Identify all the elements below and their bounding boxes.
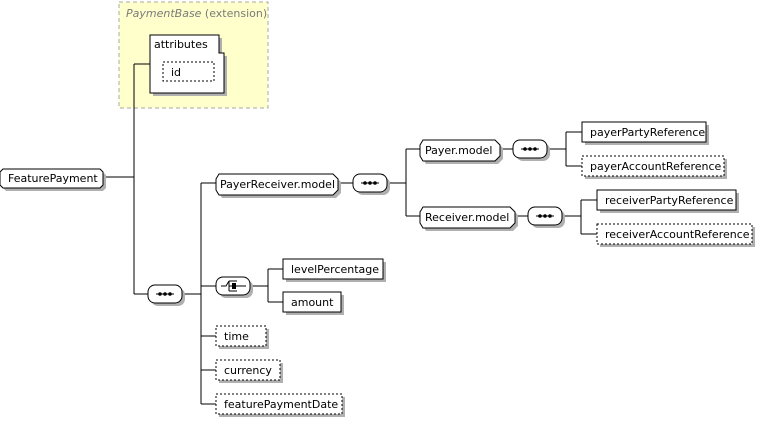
payer-sequence[interactable] xyxy=(512,139,550,161)
receiver-model-group[interactable]: Receiver.model xyxy=(419,206,518,231)
receiver-party-reference-element[interactable]: receiverPartyReference xyxy=(596,189,739,213)
time-label: time xyxy=(224,330,249,343)
main-sequence-compositor[interactable] xyxy=(147,284,185,306)
receiver-party-reference-label: receiverPartyReference xyxy=(605,194,734,207)
time-element[interactable]: time xyxy=(215,325,269,349)
receiver-sequence[interactable] xyxy=(527,206,565,228)
payer-party-reference-label: payerPartyReference xyxy=(590,126,705,139)
payer-party-reference-element[interactable]: payerPartyReference xyxy=(581,121,709,145)
feature-payment-date-element[interactable]: featurePaymentDate xyxy=(215,393,345,417)
receiver-account-reference-element[interactable]: receiverAccountReference xyxy=(596,223,755,247)
payer-receiver-model-group[interactable]: PayerReceiver.model xyxy=(215,173,341,198)
extension-title: PaymentBase (extension) xyxy=(126,7,267,20)
feature-payment-date-label: featurePaymentDate xyxy=(224,398,338,411)
attribute-id-box[interactable] xyxy=(162,61,215,82)
payer-account-reference-label: payerAccountReference xyxy=(590,160,722,173)
level-percentage-element[interactable]: levelPercentage xyxy=(282,258,386,282)
amount-label: amount xyxy=(291,296,334,309)
payer-receiver-model-label: PayerReceiver.model xyxy=(220,178,335,191)
connector-lines xyxy=(104,63,597,405)
receiver-model-label: Receiver.model xyxy=(425,211,509,224)
attributes-label: attributes xyxy=(154,38,208,51)
choice-compositor[interactable] xyxy=(215,276,253,298)
level-percentage-label: levelPercentage xyxy=(291,263,379,276)
currency-element[interactable]: currency xyxy=(215,359,283,383)
feature-payment-label: FeaturePayment xyxy=(8,172,98,185)
amount-element[interactable]: amount xyxy=(282,291,344,315)
payment-base-extension: PaymentBase (extension) attributes id xyxy=(118,1,269,109)
currency-label: currency xyxy=(224,364,272,377)
feature-payment-element[interactable]: FeaturePayment xyxy=(0,168,106,191)
attributes-group: attributes id xyxy=(149,34,227,96)
payer-receiver-sequence[interactable] xyxy=(352,173,390,195)
attribute-id-label: id xyxy=(171,66,181,79)
payer-account-reference-element[interactable]: payerAccountReference xyxy=(581,155,727,179)
receiver-account-reference-label: receiverAccountReference xyxy=(605,228,750,241)
payer-model-label: Payer.model xyxy=(425,144,492,157)
payer-model-group[interactable]: Payer.model xyxy=(419,139,503,164)
